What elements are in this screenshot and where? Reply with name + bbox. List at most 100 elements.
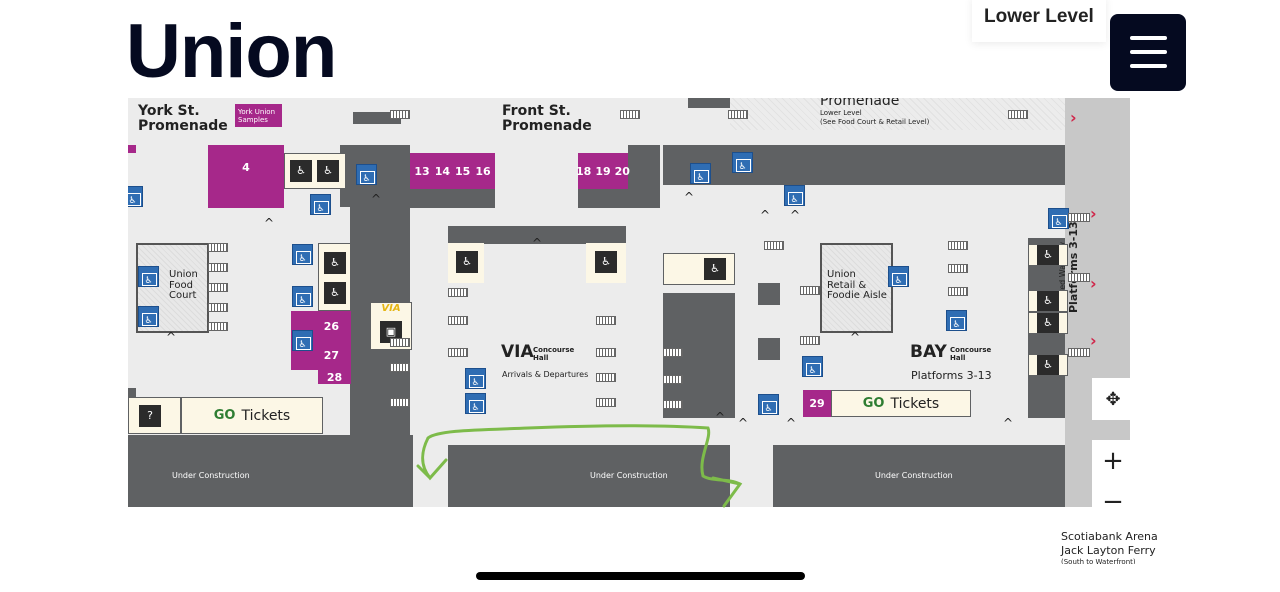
restroom[interactable]: ♿♿: [318, 243, 351, 311]
destination-scotiabank: Scotiabank Arena: [1061, 530, 1158, 543]
exit-arrow-icon[interactable]: ›: [1090, 274, 1097, 293]
restroom-icon: ♿: [324, 252, 346, 274]
stairs-up-icon: ^: [760, 208, 771, 222]
escalator: [948, 287, 968, 296]
recenter-button[interactable]: ✥: [1092, 378, 1134, 420]
elevator-icon[interactable]: [758, 394, 779, 415]
escalator: [620, 110, 640, 119]
restroom[interactable]: ♿: [663, 253, 735, 285]
stairs-up-icon: ^: [166, 330, 177, 344]
escalator: [800, 336, 820, 345]
wall: [410, 188, 495, 208]
elevator-icon[interactable]: [802, 356, 823, 377]
floor-map[interactable]: Covered Walkway Platforms 3-13 Under Con…: [128, 98, 1130, 523]
construction-zone: [128, 435, 413, 507]
mens-restroom-icon[interactable]: ♿: [456, 251, 478, 273]
escalator: [448, 288, 468, 297]
restroom[interactable]: ♿♿: [284, 153, 346, 189]
shop-15[interactable]: 15: [455, 164, 471, 178]
elevator-icon[interactable]: [310, 194, 331, 215]
shop-14[interactable]: 14: [434, 164, 450, 178]
retail-foodie-aisle[interactable]: [820, 243, 893, 333]
shop-13[interactable]: 13: [414, 164, 430, 178]
stairs-up-icon: ^: [738, 416, 749, 430]
pillar: [758, 338, 780, 360]
elevator-icon[interactable]: [128, 186, 143, 207]
level-selector[interactable]: Lower Level: [972, 0, 1106, 42]
bay-title: BAY: [910, 342, 947, 362]
restroom[interactable]: ♿: [1028, 312, 1068, 334]
escalator: [390, 363, 410, 372]
construction-zone: [448, 445, 730, 507]
shop-16[interactable]: 16: [475, 164, 491, 178]
elevator-icon[interactable]: [138, 266, 159, 287]
tickets-label: Tickets: [890, 395, 940, 412]
via-baggage[interactable]: VIA ▣: [370, 302, 412, 350]
shops-13-16[interactable]: 13 14 15 16: [410, 153, 495, 189]
go-logo: GO: [862, 396, 885, 411]
escalator: [208, 243, 228, 252]
wall: [448, 226, 626, 244]
elevator-icon[interactable]: [465, 393, 486, 414]
destination-label: Scotiabank Arena Jack Layton Ferry (Sout…: [1061, 530, 1158, 564]
elevator-icon[interactable]: [465, 368, 486, 389]
exit-arrow-icon[interactable]: ›: [1070, 108, 1077, 127]
shop-4[interactable]: 4: [208, 145, 284, 208]
go-tickets-right[interactable]: GO Tickets: [831, 390, 971, 417]
elevator-icon[interactable]: [356, 164, 377, 185]
elevator-icon[interactable]: [292, 286, 313, 307]
restroom-icon: ♿: [1037, 245, 1059, 265]
home-indicator[interactable]: [476, 572, 805, 580]
restroom[interactable]: ♿: [1028, 244, 1068, 266]
restroom[interactable]: ♿: [1028, 354, 1068, 376]
elevator-icon[interactable]: [732, 152, 753, 173]
map-edge: [128, 507, 1130, 523]
construction-label: Under Construction: [590, 471, 668, 480]
escalator: [800, 286, 820, 295]
stairs-up-icon: ^: [371, 192, 382, 206]
elevator-icon[interactable]: [946, 310, 967, 331]
escalator: [948, 241, 968, 250]
shop-29[interactable]: 29: [803, 390, 831, 417]
shop-18[interactable]: 18: [576, 164, 592, 178]
escalator: [208, 263, 228, 272]
shop-28[interactable]: 28: [318, 370, 351, 384]
escalator: [390, 398, 410, 407]
exit-arrow-icon[interactable]: ›: [1090, 331, 1097, 350]
restroom[interactable]: ♿: [1028, 290, 1068, 312]
stairs-up-icon: ^: [684, 190, 695, 204]
shop-york-union-samples[interactable]: York Union Samples: [235, 104, 282, 127]
shop-19[interactable]: 19: [595, 164, 611, 178]
info-desk-icon: ?: [139, 405, 161, 427]
womens-restroom-icon[interactable]: ♿: [595, 251, 617, 273]
construction-zone: [773, 445, 1065, 507]
stairs-up-icon: ^: [264, 216, 275, 230]
pan-icon: ✥: [1105, 388, 1121, 410]
exit-arrow-icon[interactable]: ›: [1090, 204, 1097, 223]
go-tickets-left[interactable]: GO Tickets: [181, 397, 323, 434]
drawn-route: [416, 424, 743, 508]
baggage-icon: ▣: [380, 321, 402, 343]
escalator: [390, 110, 410, 119]
escalator: [1068, 213, 1090, 222]
info-desk[interactable]: ?: [128, 397, 181, 434]
elevator-icon[interactable]: [138, 306, 159, 327]
escalator: [208, 303, 228, 312]
elevator-icon[interactable]: [784, 185, 805, 206]
elevator-icon[interactable]: [292, 330, 313, 351]
zoom-out-button[interactable]: −: [1092, 481, 1134, 522]
construction-label: Under Construction: [875, 471, 953, 480]
plus-icon: +: [1102, 445, 1124, 476]
stairs-up-icon: ^: [1003, 416, 1014, 430]
elevator-icon[interactable]: [888, 266, 909, 287]
escalator: [663, 400, 683, 409]
elevator-icon[interactable]: [690, 163, 711, 184]
zoom-in-button[interactable]: +: [1092, 440, 1134, 481]
elevator-icon[interactable]: [292, 244, 313, 265]
escalator: [596, 316, 616, 325]
escalator: [764, 241, 784, 250]
menu-button[interactable]: [1110, 14, 1186, 91]
elevator-icon[interactable]: [1048, 208, 1069, 229]
shop-20[interactable]: 20: [614, 164, 630, 178]
